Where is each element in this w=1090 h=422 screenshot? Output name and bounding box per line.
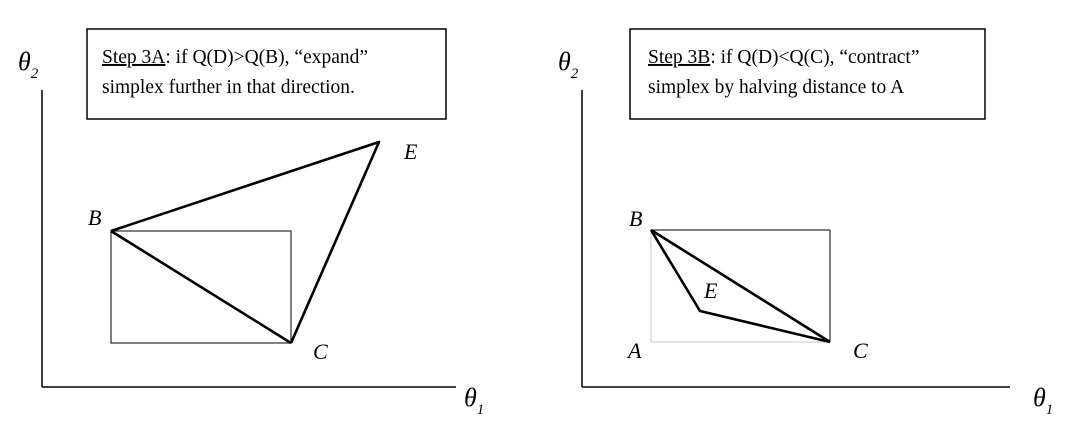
y-axis-label: θ2 bbox=[18, 47, 39, 82]
simplex-rectangle bbox=[110, 230, 292, 344]
point-label-e: E bbox=[703, 278, 718, 303]
caption-line-2: simplex by halving distance to A bbox=[648, 77, 904, 98]
edge-b-c bbox=[110, 229, 292, 345]
point-label-a: A bbox=[626, 338, 642, 363]
point-label-e: E bbox=[403, 139, 418, 164]
caption-box bbox=[629, 28, 986, 120]
caption-box bbox=[86, 28, 447, 120]
point-label-c: C bbox=[313, 339, 328, 364]
point-label-c: C bbox=[853, 338, 868, 363]
caption-line-1: Step 3A: if Q(D)>Q(B), “expand” bbox=[102, 47, 368, 68]
caption-line-1: Step 3B: if Q(D)<Q(C), “contract” bbox=[648, 47, 919, 68]
expanded-triangle bbox=[110, 140, 381, 344]
x-axis-label: θ1 bbox=[464, 383, 484, 418]
x-axis-label: θ1 bbox=[1033, 383, 1053, 418]
point-label-b: B bbox=[88, 205, 101, 230]
y-axis-label: θ2 bbox=[558, 47, 579, 82]
edge-b-c bbox=[650, 228, 831, 344]
point-label-b: B bbox=[629, 206, 642, 231]
contracted-triangle bbox=[649, 229, 831, 344]
panel-step-3b: θ2 θ1 Step 3B: if Q(D)<Q(C), “contract” … bbox=[558, 28, 1053, 418]
step-label: Step 3A bbox=[102, 47, 165, 68]
step-label: Step 3B bbox=[648, 47, 710, 68]
panel-step-3a: θ2 θ1 Step 3A: if Q(D)>Q(B), “expand” si… bbox=[18, 28, 484, 418]
caption-line-2: simplex further in that direction. bbox=[102, 77, 355, 98]
